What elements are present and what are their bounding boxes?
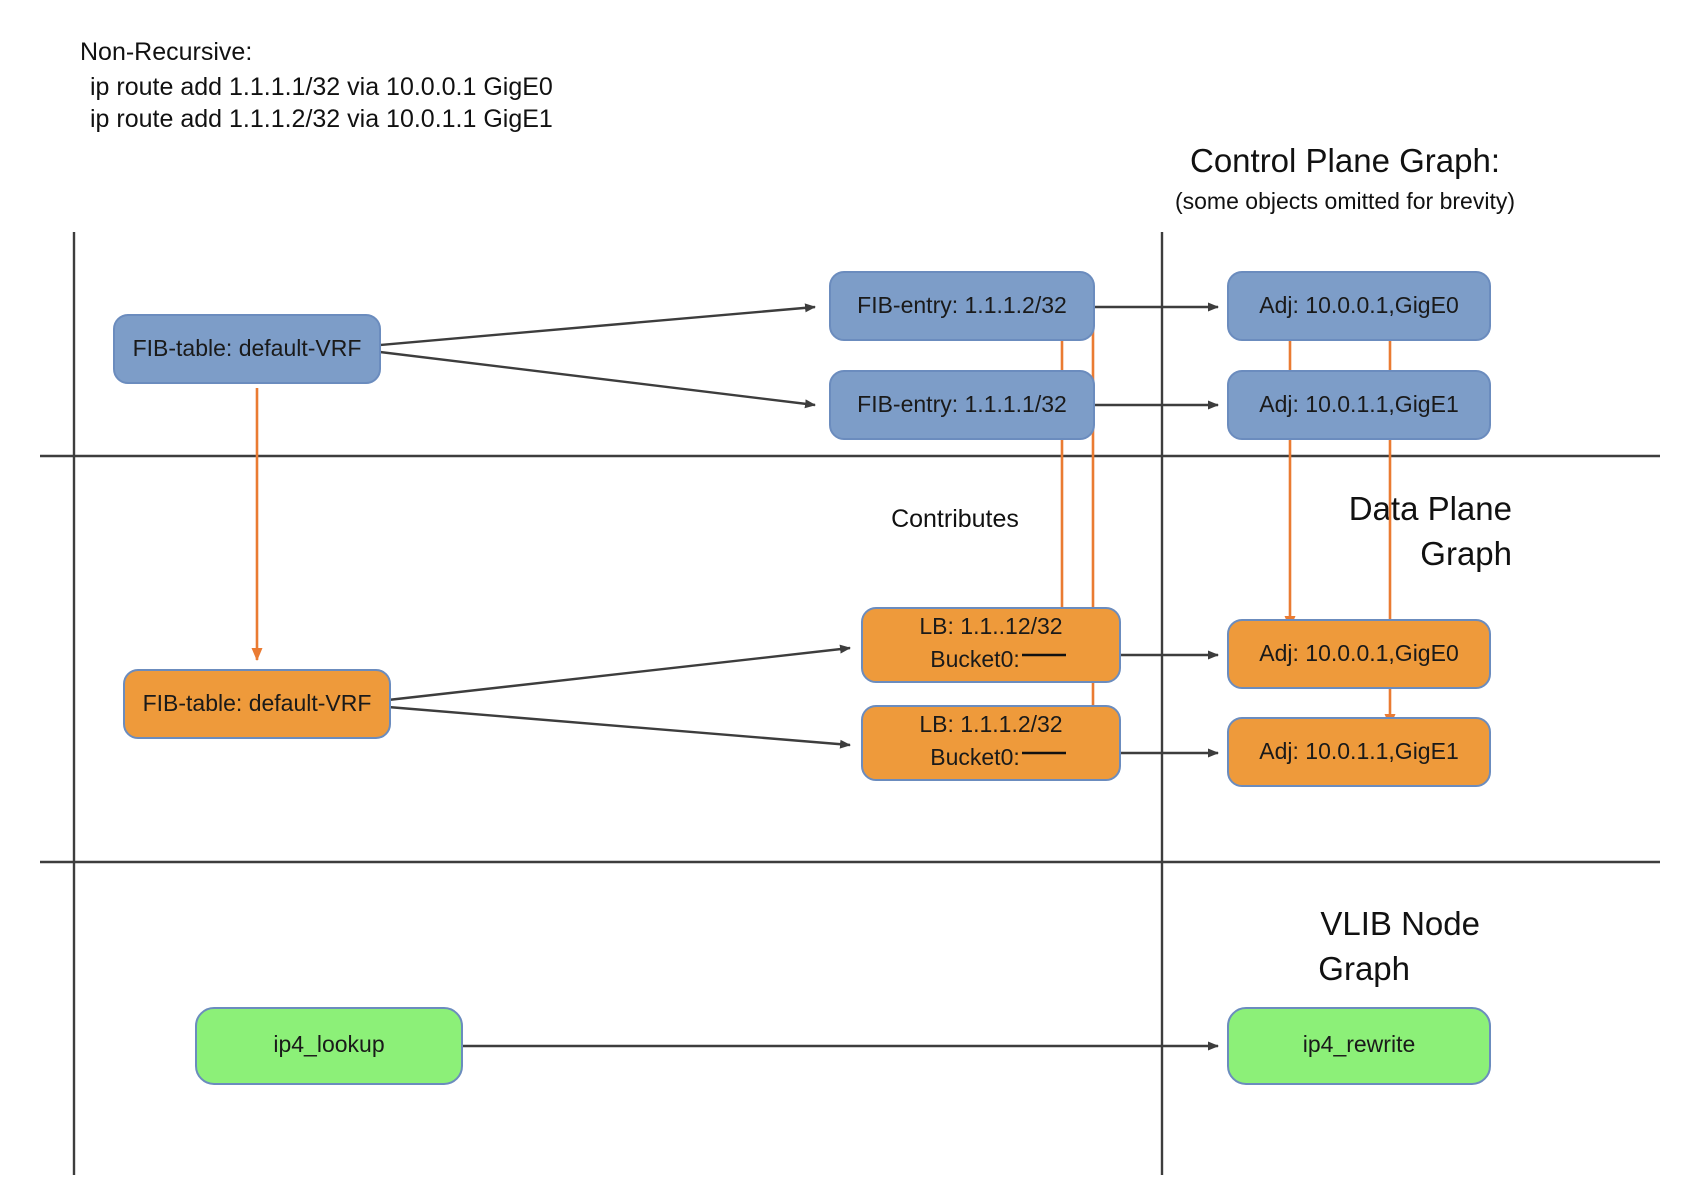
node-vlib-rewrite-label: ip4_rewrite — [1303, 1031, 1416, 1057]
node-dp-lb-1[interactable]: LB: 1.1.1.2/32 Bucket0: — [861, 705, 1121, 781]
node-vlib-lookup-label: ip4_lookup — [273, 1031, 384, 1057]
edge-dp-table-to-lb1 — [387, 705, 851, 749]
header-route-line-2: ip route add 1.1.1.2/32 via 10.0.1.1 Gig… — [90, 105, 553, 133]
node-cp-fib-entry-1-shape[interactable] — [829, 370, 1095, 440]
node-dp-lb-0-shape[interactable] — [861, 607, 1121, 683]
node-dp-lb-1-shape[interactable] — [861, 705, 1121, 781]
node-dp-fib-table-shape[interactable] — [123, 669, 391, 739]
data-plane-title-line1: Data Plane — [1349, 490, 1512, 527]
node-dp-adj-0-shape[interactable] — [1227, 619, 1491, 689]
node-cp-adj-0-label: Adj: 10.0.0.1,GigE0 — [1259, 292, 1458, 318]
contributes-label: Contributes — [891, 505, 1019, 533]
node-vlib-lookup[interactable]: ip4_lookup — [195, 1007, 463, 1085]
header-title: Non-Recursive: — [80, 38, 252, 66]
node-cp-fib-table[interactable]: FIB-table: default-VRF — [113, 314, 381, 384]
node-dp-lb-0-label-line1: LB: 1.1..12/32 — [919, 613, 1062, 639]
node-cp-fib-entry-1[interactable]: FIB-entry: 1.1.1.1/32 — [829, 370, 1095, 440]
node-dp-fib-table-label: FIB-table: default-VRF — [143, 690, 372, 716]
node-dp-lb-0-label-line2: Bucket0: — [930, 646, 1020, 672]
node-cp-fib-entry-2[interactable]: FIB-entry: 1.1.1.2/32 — [829, 271, 1095, 341]
edge-cp-table-to-entry2 — [379, 303, 816, 347]
node-dp-adj-1[interactable]: Adj: 10.0.1.1,GigE1 — [1227, 717, 1491, 787]
node-cp-adj-0[interactable]: Adj: 10.0.0.1,GigE0 — [1227, 271, 1491, 341]
node-dp-lb-1-label-line1: LB: 1.1.1.2/32 — [919, 711, 1062, 737]
node-cp-fib-entry-2-label: FIB-entry: 1.1.1.2/32 — [857, 292, 1067, 318]
edge-cp-table-to-entry1 — [379, 350, 816, 409]
node-cp-fib-entry-1-label: FIB-entry: 1.1.1.1/32 — [857, 391, 1067, 417]
node-dp-adj-1-label: Adj: 10.0.1.1,GigE1 — [1259, 738, 1458, 764]
node-cp-fib-table-shape[interactable] — [113, 314, 381, 384]
node-dp-lb-1-label-line2: Bucket0: — [930, 744, 1020, 770]
control-plane-subtitle: (some objects omitted for brevity) — [1175, 188, 1515, 214]
node-vlib-rewrite-shape[interactable] — [1227, 1007, 1491, 1085]
node-dp-fib-table[interactable]: FIB-table: default-VRF — [123, 669, 391, 739]
vlib-title-line1: VLIB Node — [1320, 905, 1480, 942]
node-dp-lb-0[interactable]: LB: 1.1..12/32 Bucket0: — [861, 607, 1121, 683]
node-cp-adj-0-shape[interactable] — [1227, 271, 1491, 341]
node-dp-adj-0[interactable]: Adj: 10.0.0.1,GigE0 — [1227, 619, 1491, 689]
node-dp-adj-1-shape[interactable] — [1227, 717, 1491, 787]
data-plane-title-line2: Graph — [1420, 535, 1512, 572]
control-plane-title: Control Plane Graph: — [1190, 142, 1500, 179]
node-cp-adj-1[interactable]: Adj: 10.0.1.1,GigE1 — [1227, 370, 1491, 440]
vlib-title-line2: Graph — [1318, 950, 1410, 987]
node-cp-adj-1-shape[interactable] — [1227, 370, 1491, 440]
node-dp-adj-0-label: Adj: 10.0.0.1,GigE0 — [1259, 640, 1458, 666]
node-cp-adj-1-label: Adj: 10.0.1.1,GigE1 — [1259, 391, 1458, 417]
node-cp-fib-entry-2-shape[interactable] — [829, 271, 1095, 341]
node-vlib-rewrite[interactable]: ip4_rewrite — [1227, 1007, 1491, 1085]
node-cp-fib-table-label: FIB-table: default-VRF — [133, 335, 362, 361]
node-vlib-lookup-shape[interactable] — [195, 1007, 463, 1085]
edge-dp-table-to-lb0 — [387, 644, 851, 702]
header-route-line-1: ip route add 1.1.1.1/32 via 10.0.0.1 Gig… — [90, 73, 553, 101]
